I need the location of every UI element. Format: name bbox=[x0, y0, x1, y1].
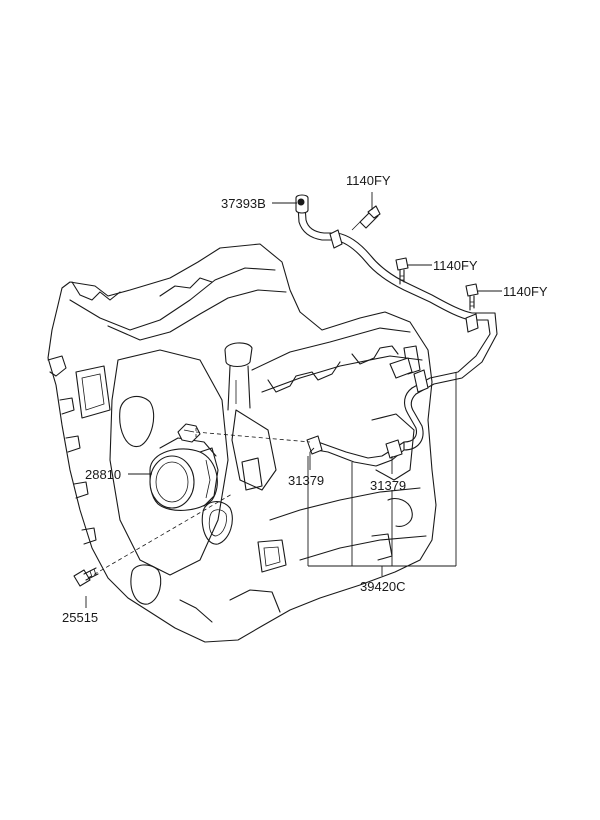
label-31379-left: 31379 bbox=[288, 473, 324, 488]
bolt-1140fy-c bbox=[465, 283, 479, 311]
label-1140fy-top: 1140FY bbox=[346, 173, 391, 188]
label-39420c: 39420C bbox=[360, 579, 406, 594]
label-1140fy-right: 1140FY bbox=[503, 284, 548, 299]
label-1140fy-middle: 1140FY bbox=[433, 258, 478, 273]
vacuum-pipe-assembly bbox=[295, 194, 498, 467]
label-25515: 25515 bbox=[62, 610, 98, 625]
bolt-1140fy-b bbox=[395, 257, 409, 285]
leader-lines bbox=[85, 192, 502, 608]
label-37393b: 37393B bbox=[221, 196, 266, 211]
bolt-25515 bbox=[73, 567, 99, 587]
bolt-1140fy-a bbox=[351, 205, 381, 231]
engine-block bbox=[47, 243, 437, 643]
vacuum-pump bbox=[149, 423, 219, 511]
label-31379-right: 31379 bbox=[370, 478, 406, 493]
plug-37393b-marker bbox=[297, 198, 305, 206]
part-number-labels: 37393B 1140FY 1140FY 1140FY 28810 31379 … bbox=[62, 173, 548, 625]
label-28810: 28810 bbox=[85, 467, 121, 482]
